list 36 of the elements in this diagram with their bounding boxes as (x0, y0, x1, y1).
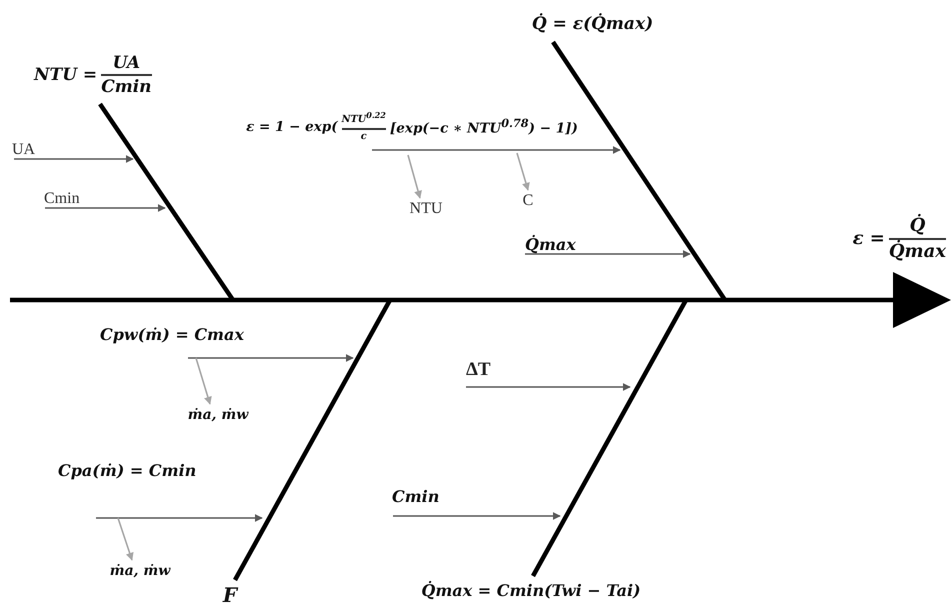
arrow (466, 383, 631, 391)
arrow (525, 250, 691, 258)
formula-label: Cmin (392, 488, 464, 516)
arrow (45, 204, 166, 212)
denominator: Q̇max (888, 242, 946, 262)
formula-label: Q̇ = ε(Q̇max) (505, 6, 680, 42)
formula-text: ε = (852, 229, 885, 249)
numerator: Q̇ (910, 216, 926, 236)
arrow (393, 512, 561, 520)
variable-label: C (516, 190, 540, 212)
arrow (195, 358, 212, 405)
formula-label: Cpa(ṁ) = Cmin (58, 462, 258, 518)
formula-label: Q̇max = Cmin(Twi − Tai) (378, 576, 684, 606)
formula-label: ṁa, ṁw (176, 404, 260, 428)
formula-label: Q̇max (525, 226, 603, 254)
numerator: UA (112, 54, 140, 72)
formula-label: Cpw(ṁ) = Cmax (100, 326, 300, 358)
arrow (188, 354, 354, 362)
formula-text: ε = 1 − exp( (246, 120, 338, 134)
numerator: NTU$^{0.22}$ (342, 111, 386, 126)
formula-text: [exp(−c ∗ NTU$^{0.78}$) − 1]) (390, 117, 578, 137)
arrow (516, 152, 530, 191)
arrow (407, 154, 422, 199)
denominator: c (360, 132, 367, 143)
arrow (117, 518, 134, 561)
variable-label: NTU (398, 198, 454, 220)
formula-text: NTU = (34, 66, 98, 84)
arrow (96, 514, 263, 522)
variable-label: Cmin (44, 186, 100, 208)
formula-label: F (214, 580, 246, 610)
variable-label: ΔT (466, 360, 526, 387)
arrow (372, 146, 621, 154)
variable-label: UA (12, 138, 60, 159)
denominator: Cmin (101, 78, 152, 96)
arrow (14, 155, 134, 163)
formula-label: ṁa, ṁw (98, 560, 182, 584)
